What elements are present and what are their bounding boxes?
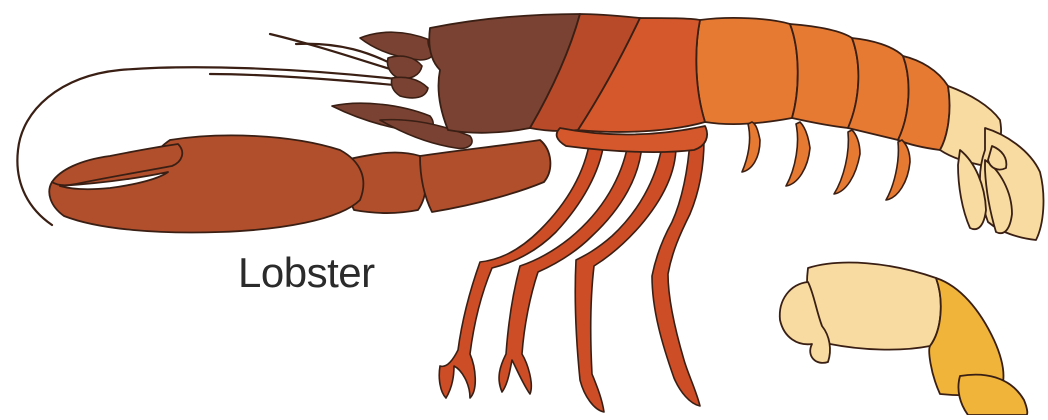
abdomen-segment-3	[848, 38, 909, 140]
diagram-label: Lobster	[238, 252, 375, 294]
abdomen-segment-2	[790, 24, 858, 128]
appendage-gold-tip	[958, 375, 1027, 415]
cheliped-carpus	[420, 140, 550, 212]
tail-fan	[940, 86, 1043, 240]
claw-arm	[49, 135, 550, 232]
swimmeret-1	[742, 122, 760, 172]
swimmeret-4	[886, 140, 910, 200]
carapace	[429, 14, 707, 152]
appendage-inset	[780, 263, 1028, 415]
antennule-segment-2	[391, 77, 428, 98]
swimmeret-2	[786, 122, 810, 186]
swimmeret-3	[834, 130, 860, 194]
abdomen	[696, 18, 949, 150]
abdomen-segment-1	[696, 18, 797, 124]
